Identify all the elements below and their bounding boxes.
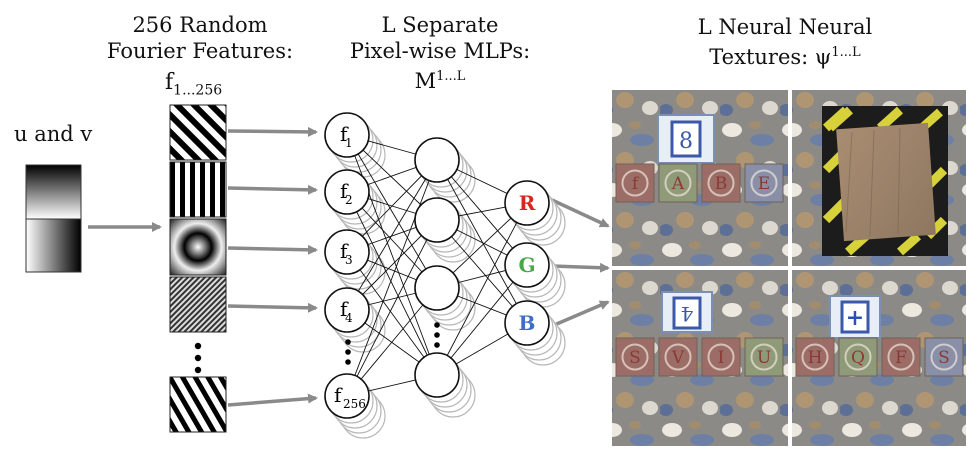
output-node-circle bbox=[504, 180, 550, 226]
output-node-circle bbox=[504, 242, 550, 288]
edge bbox=[346, 219, 438, 397]
uv-image bbox=[25, 164, 82, 273]
input-node-label: f bbox=[340, 122, 349, 146]
input-node-label: f bbox=[334, 383, 343, 407]
letter-block-ring bbox=[930, 343, 958, 371]
letter-block-letter: I bbox=[718, 348, 725, 368]
input-ellipsis-dots bbox=[345, 339, 351, 365]
input-node-circle bbox=[324, 373, 370, 419]
output-node-label-b: B bbox=[519, 311, 536, 335]
tile-4-glyph: + bbox=[846, 305, 864, 331]
letter-block-ring bbox=[664, 169, 692, 197]
arrows bbox=[88, 126, 610, 407]
edge bbox=[346, 159, 438, 397]
tile-1-glyph: 8 bbox=[679, 129, 693, 154]
hidden-ellipsis-dots bbox=[434, 322, 440, 348]
letter-block-ring bbox=[844, 343, 872, 371]
textures-header-line2: Textures: ψ1...L bbox=[709, 45, 861, 69]
edge bbox=[436, 159, 528, 324]
textures-header-line1: L Neural Neural bbox=[697, 15, 873, 39]
edge bbox=[346, 191, 438, 376]
input-node-subscript: 3 bbox=[345, 253, 353, 267]
output-node-circle bbox=[504, 300, 550, 346]
mlps-header-line3: M1...L bbox=[414, 69, 466, 93]
letter-block-ring bbox=[621, 343, 649, 371]
features-header: 256 Random Fourier Features: bbox=[100, 12, 300, 64]
edge bbox=[436, 202, 528, 376]
letter-block-letter: V bbox=[671, 348, 685, 368]
fourier-feature-2 bbox=[169, 161, 227, 218]
mlps-header-line1: L Separate bbox=[381, 13, 499, 37]
neural-textures: 8 f A B E bbox=[610, 88, 968, 448]
hidden-node bbox=[414, 352, 460, 398]
mlps-header-line2: Pixel-wise MLPs: bbox=[349, 39, 531, 63]
input-node-circle bbox=[324, 112, 370, 158]
edge bbox=[436, 264, 528, 376]
edge bbox=[346, 134, 438, 289]
letter-block-ring bbox=[750, 343, 778, 371]
letter-block-ring bbox=[664, 343, 692, 371]
input-node-subscript: 2 bbox=[345, 193, 353, 207]
letter-block-letter: F bbox=[895, 348, 907, 368]
letter-block-letter: S bbox=[629, 348, 641, 368]
hidden-node bbox=[414, 137, 460, 183]
letter-block-letter: B bbox=[715, 174, 728, 194]
hidden-node bbox=[414, 197, 460, 243]
edge bbox=[346, 251, 438, 376]
features-header-line1: 256 Random bbox=[132, 13, 268, 37]
output-node-label-r: R bbox=[519, 191, 536, 215]
texture-tile-3: 4 S V I U bbox=[612, 270, 788, 446]
fourier-feature-256 bbox=[169, 376, 227, 433]
output-node-label-g: G bbox=[518, 253, 535, 277]
input-node-label: f bbox=[340, 179, 349, 203]
letter-block-ring bbox=[707, 343, 735, 371]
edge bbox=[436, 159, 528, 266]
letter-block-letter: Q bbox=[851, 348, 865, 368]
uv-label: u and v bbox=[14, 122, 93, 146]
letter-block-letter: U bbox=[757, 348, 771, 368]
features-symbol: f1...256 bbox=[165, 70, 223, 99]
letter-block-ring bbox=[887, 343, 915, 371]
letter-block-letter: S bbox=[938, 348, 950, 368]
letter-block-letter: H bbox=[808, 348, 823, 368]
input-node-subscript: 4 bbox=[345, 311, 353, 325]
hidden-nodes bbox=[414, 137, 460, 398]
input-node-circle bbox=[324, 169, 370, 215]
fourier-feature-4 bbox=[169, 276, 227, 333]
letter-block-letter: f bbox=[632, 174, 640, 194]
fourier-feature-images bbox=[169, 104, 227, 433]
input-node-circle bbox=[324, 229, 370, 275]
feature-ellipsis-dots bbox=[194, 342, 202, 374]
edge bbox=[346, 287, 438, 397]
input-node-subscript: 1 bbox=[345, 136, 353, 150]
letter-block-ring bbox=[707, 169, 735, 197]
letter-block-ring bbox=[621, 169, 649, 197]
hidden-node bbox=[414, 265, 460, 311]
textures-header: L Neural Neural Textures: ψ1...L bbox=[665, 14, 905, 70]
texture-tile-4: + H Q F S bbox=[792, 270, 966, 446]
mlps-header: L Separate Pixel-wise MLPs: M1...L bbox=[340, 12, 540, 94]
fourier-feature-3 bbox=[169, 218, 227, 276]
features-header-line2: Fourier Features: bbox=[106, 39, 294, 63]
output-nodes: R G B bbox=[504, 180, 550, 346]
letter-block-letter: A bbox=[671, 174, 685, 194]
input-node-circle bbox=[324, 287, 370, 333]
input-node-subscript: 256 bbox=[343, 397, 366, 411]
letter-block-letter: E bbox=[758, 174, 770, 194]
edge bbox=[346, 159, 438, 311]
texture-tile-2 bbox=[792, 90, 966, 266]
input-node-label: f bbox=[340, 297, 349, 321]
input-node-label: f bbox=[340, 239, 349, 263]
letter-block-ring bbox=[750, 169, 778, 197]
fourier-feature-1 bbox=[169, 104, 227, 161]
letter-block-ring bbox=[801, 343, 829, 371]
texture-tile-1: 8 f A B E bbox=[612, 90, 788, 266]
tile-3-glyph: 4 bbox=[681, 302, 694, 326]
